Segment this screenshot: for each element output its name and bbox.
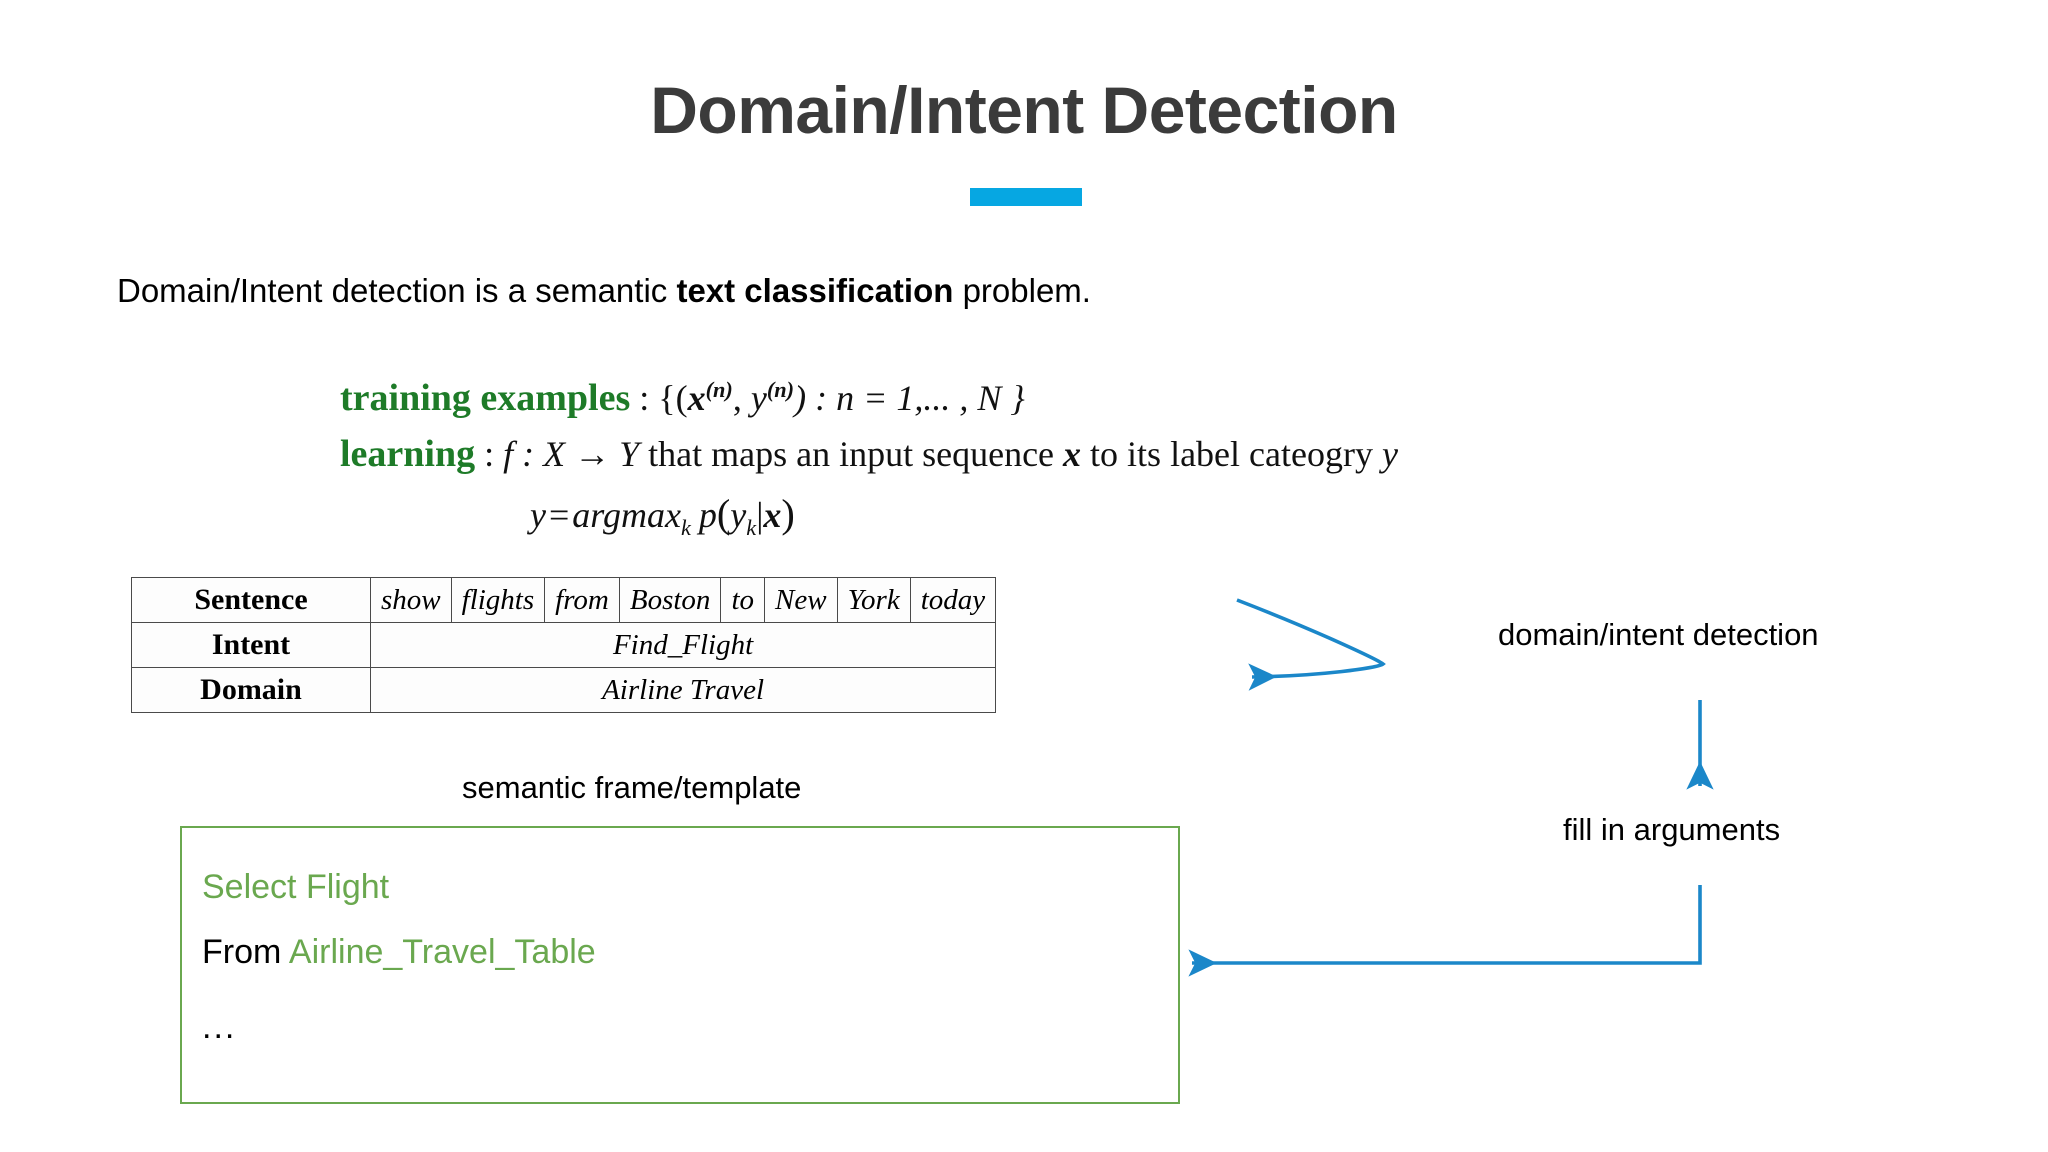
formula-var-x-1: x — [687, 378, 706, 418]
formula-keyword-training: training examples — [340, 377, 631, 419]
formula-yk-subscript: k — [746, 515, 757, 541]
formula-mapping: : X → Y — [513, 434, 640, 474]
fill-in-elbow-arrow — [1188, 885, 1702, 977]
formula-tail-1: ) : n = 1,... , N } — [794, 378, 1025, 418]
page-title: Domain/Intent Detection — [650, 73, 1398, 147]
semantic-annotation-table: Sentence show flights from Boston to New… — [131, 577, 997, 713]
formula-prob-p: p — [698, 495, 717, 535]
formula-equals: = — [548, 495, 570, 535]
annotation-domain-intent-detection: domain/intent detection — [1498, 617, 1819, 652]
token-cell: York — [836, 577, 911, 623]
annotation-fill-in-arguments: fill in arguments — [1563, 812, 1781, 847]
formula-sup-n-2: (n) — [766, 377, 795, 402]
annotation-semantic-frame-caption: semantic frame/template — [462, 770, 802, 805]
formula-var-y-1: y — [750, 378, 767, 418]
frame-from-keyword: From — [202, 933, 289, 971]
formula-cond-x: x — [763, 495, 782, 535]
formula-conditional-bar: | — [756, 495, 764, 535]
lead-bold-term: text classification — [676, 272, 954, 309]
lead-sentence: Domain/Intent detection is a semantic te… — [117, 272, 1091, 310]
row-label-domain: Domain — [131, 667, 371, 713]
formula-yk: y — [730, 495, 747, 535]
formula-text-maps: that maps an input sequence — [639, 434, 1064, 474]
formula-close-paren: ) — [781, 491, 795, 536]
semantic-frame-box: Select Flight From Airline_Travel_Table … — [180, 826, 1180, 1104]
formula-colon-1: : {( — [630, 378, 688, 418]
formula-colon-2: : — [475, 434, 504, 474]
formula-sup-n-1: (n) — [705, 377, 733, 402]
formula-text-label: to its label cateogry — [1081, 434, 1382, 474]
formula-learning: learning : f : X → Y that maps an input … — [340, 432, 1398, 476]
intent-value-cell: Find_Flight — [369, 622, 997, 668]
row-label-intent: Intent — [131, 622, 371, 668]
lead-prefix: Domain/Intent detection is a semantic — [117, 272, 677, 309]
formula-comma-1: , — [732, 378, 751, 418]
formula-argmax-op: argmax — [572, 495, 681, 535]
formula-lhs-y: y — [530, 495, 546, 535]
frame-from-clause: From Airline_Travel_Table — [202, 933, 596, 972]
frame-select-clause: Select Flight — [202, 868, 390, 906]
table-row-intent: Intent Find_Flight — [131, 622, 997, 668]
formula-training-examples: training examples : {(x(n), y(n)) : n = … — [340, 376, 1025, 420]
table-row-sentence: Sentence show flights from Boston to New… — [131, 577, 997, 623]
frame-from-table-name: Airline_Travel_Table — [288, 933, 596, 971]
formula-argmax-subscript: k — [680, 515, 691, 541]
frame-ellipsis: ... — [202, 1008, 237, 1046]
formula-keyword-learning: learning — [340, 433, 476, 475]
token-cell: from — [544, 577, 620, 623]
lead-suffix: problem. — [953, 272, 1091, 309]
table-row-domain: Domain Airline Travel — [131, 667, 997, 713]
formula-var-x-2: x — [1063, 434, 1082, 474]
token-cell: show — [370, 577, 452, 623]
token-cell: Boston — [618, 577, 722, 623]
token-cell: New — [764, 577, 838, 623]
title-accent-rule — [970, 188, 1082, 206]
detection-chevron-arrow — [1236, 598, 1386, 691]
token-cell: flights — [450, 577, 546, 623]
formula-function-f: f — [503, 434, 514, 474]
formula-open-paren: ( — [716, 491, 731, 536]
token-cell: to — [720, 577, 765, 623]
domain-value-cell: Airline Travel — [369, 667, 997, 713]
token-cell: today — [909, 577, 997, 623]
row-label-sentence: Sentence — [131, 577, 371, 623]
formula-var-y-2: y — [1381, 434, 1398, 474]
